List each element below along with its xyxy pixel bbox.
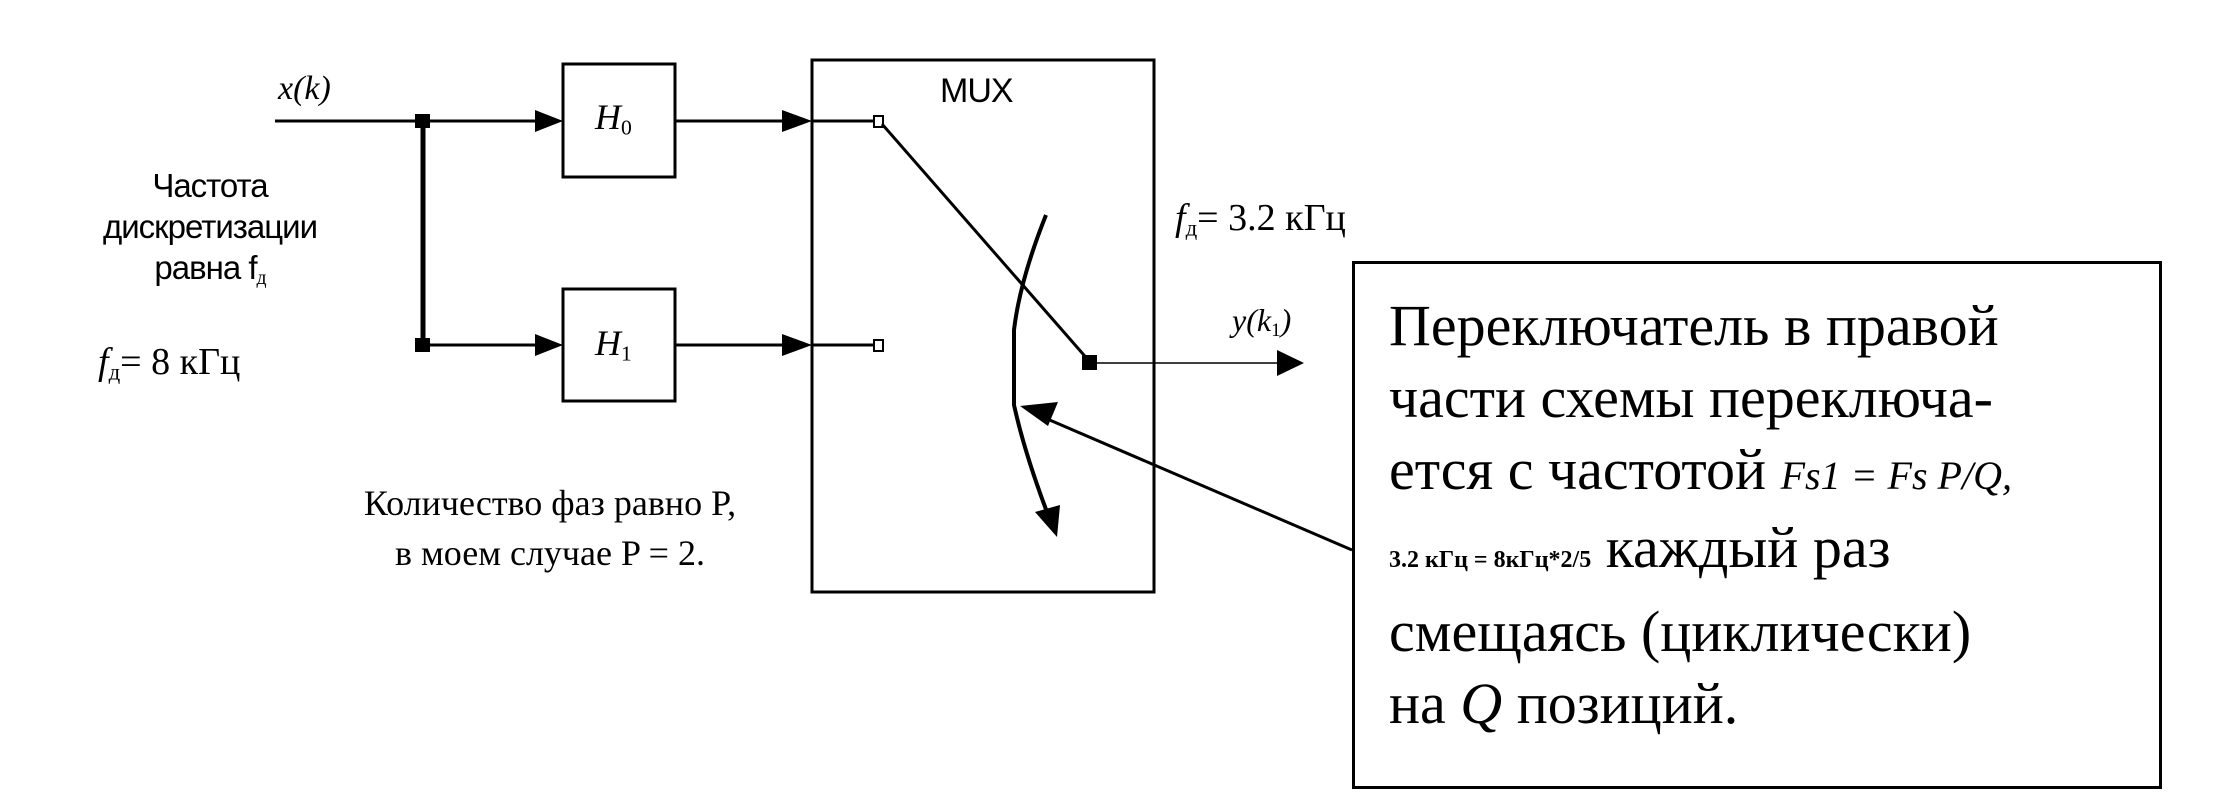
- arrowhead-h1-to-mux: [782, 334, 812, 356]
- callout-arrowhead: [1020, 402, 1058, 426]
- rotation-arrowhead: [1035, 505, 1060, 537]
- switch-arm: [880, 123, 1092, 363]
- phase-count-note: Количество фаз равно P, в моем случае P …: [270, 478, 830, 578]
- caption-line-1: Частота: [152, 167, 268, 204]
- note-line-3: ется с частотой Fs1 = Fs P/Q,: [1389, 437, 2012, 502]
- phase-note-line-1: Количество фаз равно P,: [363, 483, 737, 523]
- rotation-arc: [1012, 214, 1052, 521]
- input-signal-label: x(k): [278, 70, 331, 108]
- input-rate-label: fд= 8 кГц: [98, 341, 241, 385]
- output-arrowhead: [1277, 350, 1304, 376]
- filter-h0-name: H: [595, 97, 621, 137]
- filter-h0-label: H0: [595, 96, 632, 140]
- caption-line-3: равна fд: [154, 249, 266, 289]
- output-rate-label: fд= 3.2 кГц: [1175, 197, 1346, 241]
- phase-note-line-2: в моем случае P = 2.: [395, 533, 705, 573]
- input-signal-text: x(k): [278, 70, 331, 107]
- junction-dot-top: [415, 114, 430, 128]
- caption-line-2: дискретизации: [102, 208, 318, 245]
- filter-h0-index: 0: [621, 115, 632, 140]
- callout-line: [1044, 416, 1353, 552]
- switch-explanation-box: Переключатель в правой части схемы перек…: [1352, 261, 2162, 789]
- mux-contact-0: [873, 115, 884, 128]
- rate-formula: Fs1 = Fs P/Q,: [1780, 453, 2012, 498]
- rate-calculation: 3.2 кГц = 8кГц*2/5: [1389, 547, 1592, 573]
- mux-label: MUX: [940, 72, 1014, 110]
- filter-h1-index: 1: [621, 341, 632, 366]
- output-signal-label: y(k1): [1232, 302, 1292, 341]
- arrowhead-to-h0: [535, 110, 563, 132]
- filter-h1-label: H1: [595, 322, 632, 366]
- note-line-5: смещаясь (циклически): [1389, 599, 1972, 664]
- note-line-4: 3.2 кГц = 8кГц*2/5 каждый раз: [1389, 515, 1891, 580]
- filter-h1-name: H: [595, 323, 621, 363]
- arrowhead-h0-to-mux: [782, 110, 812, 132]
- note-line-6: на Q позиций.: [1389, 671, 1739, 736]
- mux-contact-1: [873, 339, 884, 352]
- junction-dot-bottom: [415, 338, 430, 352]
- mux-box: [810, 58, 1156, 594]
- note-line-2: части схемы переключа-: [1389, 365, 1993, 430]
- filter-h1-box: [561, 287, 677, 403]
- arrowhead-to-h1: [535, 334, 563, 356]
- sampling-rate-caption: Частота дискретизации равна fд: [60, 165, 360, 299]
- switch-pivot: [1082, 355, 1097, 370]
- note-line-1: Переключатель в правой: [1389, 293, 1999, 358]
